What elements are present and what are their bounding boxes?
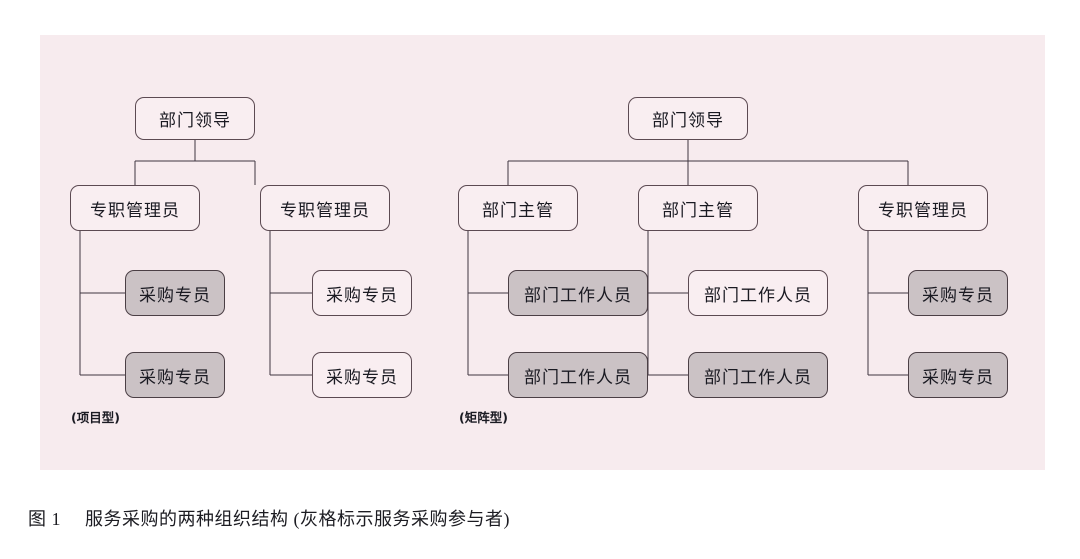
node-label: 部门领导	[652, 111, 724, 130]
node-label: 部门工作人员	[704, 367, 812, 387]
left-manager-1[interactable]: 专职管理员	[70, 185, 200, 231]
left-diagram-subcaption: (项目型)	[71, 410, 120, 425]
right-c1-child-1[interactable]: 部门工作人员	[508, 270, 648, 316]
node-label: 部门主管	[662, 200, 734, 220]
right-manager-3[interactable]: 专职管理员	[858, 185, 988, 231]
node-label: 部门工作人员	[524, 285, 632, 305]
right-c2-child-1[interactable]: 部门工作人员	[688, 270, 828, 316]
node-label: 采购专员	[922, 285, 994, 305]
left-m1-child-2[interactable]: 采购专员	[125, 352, 225, 398]
node-label: 部门领导	[159, 111, 231, 130]
node-label: 专职管理员	[878, 200, 968, 220]
right-c3-child-2[interactable]: 采购专员	[908, 352, 1008, 398]
node-label: 采购专员	[139, 285, 211, 305]
right-c1-child-2[interactable]: 部门工作人员	[508, 352, 648, 398]
node-label: 专职管理员	[90, 200, 180, 220]
right-root-node[interactable]: 部门领导	[628, 97, 748, 140]
left-root-node[interactable]: 部门领导	[135, 97, 255, 140]
node-label: 部门主管	[482, 200, 554, 220]
figure-caption-label: 图 1	[28, 509, 61, 529]
left-m2-child-1[interactable]: 采购专员	[312, 270, 412, 316]
left-manager-2[interactable]: 专职管理员	[260, 185, 390, 231]
left-m1-child-1[interactable]: 采购专员	[125, 270, 225, 316]
figure-caption: 图 1 服务采购的两种组织结构 (灰格标示服务采购参与者)	[28, 505, 510, 531]
right-manager-1[interactable]: 部门主管	[458, 185, 578, 231]
node-label: 采购专员	[139, 367, 211, 387]
right-diagram-subcaption: (矩阵型)	[459, 410, 508, 425]
right-c2-child-2[interactable]: 部门工作人员	[688, 352, 828, 398]
node-label: 专职管理员	[280, 200, 370, 220]
right-c3-child-1[interactable]: 采购专员	[908, 270, 1008, 316]
figure-panel: 部门领导 专职管理员 专职管理员 采购专员 采购专员 采购专员 采购专员 (项目…	[40, 35, 1045, 470]
node-label: 部门工作人员	[524, 367, 632, 387]
connector-lines	[79, 140, 909, 376]
node-label: 采购专员	[326, 367, 398, 387]
left-m2-child-2[interactable]: 采购专员	[312, 352, 412, 398]
figure-caption-text: 服务采购的两种组织结构 (灰格标示服务采购参与者)	[85, 509, 510, 529]
right-manager-2[interactable]: 部门主管	[638, 185, 758, 231]
node-label: 部门工作人员	[704, 285, 812, 305]
node-label: 采购专员	[326, 285, 398, 305]
node-label: 采购专员	[922, 367, 994, 387]
